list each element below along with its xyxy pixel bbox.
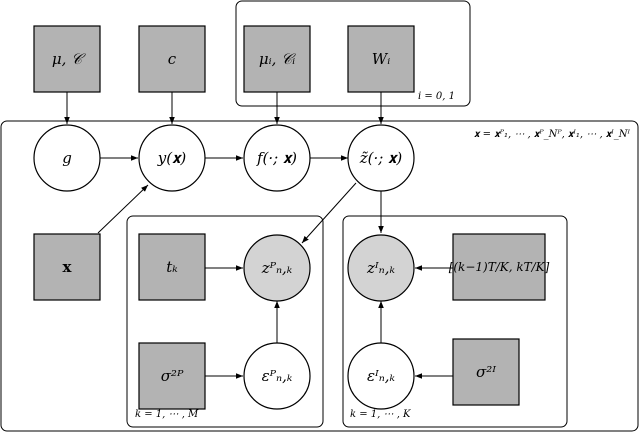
node-z-I [347,234,415,302]
node-f [243,124,311,192]
node-interval [452,233,546,301]
node-g-label: g [62,149,72,167]
node-mu-C-label: μ, 𝒞 [52,50,86,68]
x-definition: 𝐱 = 𝐱ᴾ₁, ⋯ , 𝐱ᴾ_Nᴾ, 𝐱ᴵ₁, ⋯ , 𝐱ᴵ_Nᴵ [474,129,631,140]
node-f-label: f(·; 𝐱) [256,149,297,167]
node-z-tilde-label: z̃(·; 𝐱) [359,149,403,167]
plate-k-I [342,215,568,428]
plate-x [0,120,639,432]
node-z-tilde [347,124,415,192]
node-mu-C [33,25,101,93]
node-interval-label: [(k−1)T/K, kT/K] [449,260,550,274]
node-eps-I [347,342,415,410]
plate-i-label: i = 0, 1 [418,91,455,102]
node-g [33,124,101,192]
edge-x-to-y [97,184,149,234]
node-z-P-label: zᴾₙ,ₖ [261,259,293,277]
node-z-P [243,234,311,302]
plate-k-I-label: k = 1, ⋯ , K [350,409,411,420]
node-W-i-label: Wᵢ [372,50,390,68]
plate-k-P-label: k = 1, ⋯ , M [135,409,199,420]
node-W-i [347,25,415,93]
node-t-k [138,233,206,301]
node-c [138,25,206,93]
node-x-label: 𝐱 [63,258,73,276]
plate-k-P [126,215,324,428]
node-sigma-P [138,342,206,410]
node-y [138,124,206,192]
node-mu-Ci-label: μᵢ, 𝒞ᵢ [259,50,296,68]
node-mu-Ci [243,25,311,93]
node-t-k-label: tₖ [166,258,178,276]
node-sigma-I [452,338,520,406]
node-eps-I-label: εᴵₙ,ₖ [367,367,396,385]
node-sigma-P-label: σ²ᴾ [161,367,184,385]
node-sigma-I-label: σ²ᴵ [476,363,496,381]
node-y-label: y(𝐱) [157,149,187,167]
node-eps-P-label: εᴾₙ,ₖ [262,367,293,385]
edge-z-to-zP [301,182,357,244]
plate-i [235,0,471,107]
node-x [33,233,101,301]
node-eps-P [243,342,311,410]
node-z-I-label: zᴵₙ,ₖ [366,259,395,277]
node-c-label: c [168,50,177,68]
